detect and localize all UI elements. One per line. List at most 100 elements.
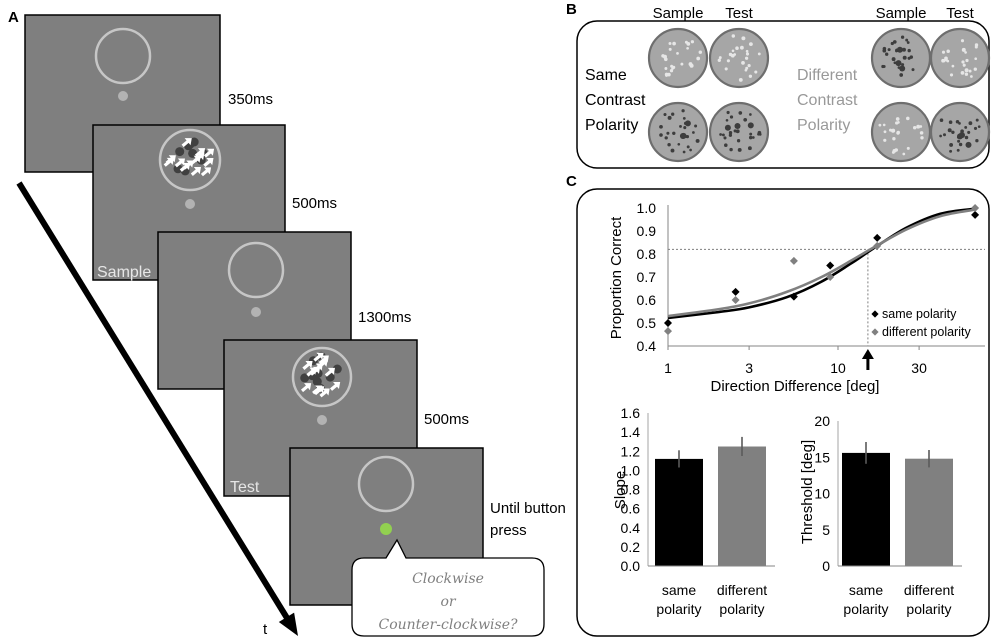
stimulus-dot	[970, 75, 973, 78]
motion-dot	[188, 148, 198, 158]
stimulus-dot	[895, 117, 900, 121]
stimulus-dot	[747, 122, 754, 129]
stimulus-dot	[957, 139, 961, 143]
stimulus-dot	[744, 56, 749, 60]
stimulus-dot	[676, 52, 679, 55]
stimulus-dot	[960, 129, 964, 134]
stimulus-dot	[745, 52, 750, 56]
time-arrow	[16, 181, 298, 636]
stimulus-dot	[692, 131, 695, 134]
stimulus-dot	[686, 145, 690, 149]
data-point-series-1	[664, 327, 672, 336]
stimulus-dot	[745, 49, 749, 53]
stimulus-dot	[906, 146, 910, 150]
stimulus-dot	[948, 120, 953, 124]
stimulus-dot	[735, 129, 740, 134]
different-sample-aperture-2	[870, 101, 932, 163]
stimulus-dot	[659, 124, 663, 129]
test-frame-label: Test	[230, 479, 260, 496]
y-tick-label: 0.9	[637, 223, 657, 239]
bar-0	[655, 458, 703, 566]
motion-arrow-icon	[203, 148, 215, 158]
sample-frame-label: Sample	[97, 264, 151, 281]
stimulus-dot	[939, 134, 942, 138]
legend-marker	[871, 310, 879, 318]
stimulus-dot	[725, 118, 729, 122]
fit-curve-1	[667, 208, 976, 318]
legend-label: different polarity	[882, 325, 971, 339]
y-tick-label: 1.0	[621, 462, 641, 478]
polarity-stimulus-examples	[647, 27, 991, 163]
stimulus-dot	[744, 68, 748, 72]
stimulus-dot	[920, 136, 924, 140]
stimulus-dot	[958, 142, 963, 147]
stimulus-dot	[729, 115, 734, 119]
stimulus-dot	[664, 67, 668, 70]
y-axis-title: Threshold [deg]	[799, 440, 816, 544]
stimulus-dot	[960, 39, 965, 43]
stimulus-dot	[916, 124, 921, 129]
stimulus-dot	[965, 58, 969, 63]
stimulus-dot	[696, 56, 701, 61]
motion-dot	[300, 373, 310, 383]
stimulus-dot	[975, 139, 979, 143]
duration-test: 500ms	[424, 411, 469, 428]
data-point-series-1	[826, 273, 835, 281]
stimulus-dot	[947, 128, 952, 133]
panel-label-b: B	[566, 1, 577, 18]
stimulus-dot	[902, 47, 906, 52]
stimulus-dot	[891, 150, 895, 154]
stimulus-dot	[941, 59, 946, 63]
data-point-series-0	[789, 292, 798, 301]
stimulus-dot	[899, 65, 906, 72]
motion-arrow-icon	[203, 158, 214, 167]
panel-a: A t 350ms Sample 500ms 130	[8, 9, 566, 638]
motion-arrow-icon	[300, 383, 312, 393]
stimulus-dot	[907, 48, 911, 53]
stimulus-dot	[736, 139, 741, 143]
y-tick-label: 0.0	[621, 558, 641, 574]
motion-arrow-icon	[313, 352, 324, 362]
stimulus-dot	[951, 130, 955, 134]
stimulus-dot	[949, 142, 954, 147]
stimulus-dot	[902, 152, 906, 156]
time-arrow-shaft	[16, 181, 290, 620]
category-label: different	[717, 582, 767, 598]
stimulus-dot	[695, 138, 700, 143]
different-sample-aperture-1	[870, 27, 932, 89]
stimulus-dot	[749, 132, 753, 136]
stimulus-dot	[666, 131, 670, 135]
stimulus-dot	[671, 67, 674, 70]
response-cue-dot	[380, 523, 392, 535]
stimulus-dot	[735, 46, 739, 50]
y-tick-label: 0.6	[621, 501, 641, 517]
aperture-disc	[708, 27, 770, 89]
column-header-test-different: Test	[946, 5, 974, 22]
stimulus-dot	[757, 132, 760, 136]
stimulus-dot	[956, 148, 960, 152]
stimulus-dot	[891, 128, 896, 133]
data-point-series-0	[873, 233, 882, 242]
motion-arrow-icon	[194, 148, 206, 158]
stimulus-dot	[901, 63, 905, 67]
stimulus-dot	[896, 131, 900, 135]
stimulus-dot	[668, 47, 672, 51]
stimulus-dot	[680, 62, 684, 66]
stimulus-dot	[749, 113, 752, 116]
stimulus-dot	[941, 50, 946, 54]
stimulus-dot	[684, 120, 691, 127]
stimulus-dot	[663, 54, 667, 59]
stimulus-dot	[974, 45, 978, 49]
x-tick-label: 3	[745, 360, 753, 376]
speech-bubble-shape	[351, 538, 545, 637]
column-header-test-same: Test	[725, 5, 753, 22]
stimulus-dot	[730, 53, 735, 58]
prompt-line1: Clockwise	[412, 571, 484, 587]
stimulus-dot	[679, 133, 686, 139]
same-test-aperture-1	[708, 27, 770, 89]
fixation-dot	[118, 91, 128, 101]
stimulus-dot	[748, 135, 753, 140]
data-point-series-0	[731, 287, 740, 296]
stimulus-dot	[670, 64, 674, 68]
